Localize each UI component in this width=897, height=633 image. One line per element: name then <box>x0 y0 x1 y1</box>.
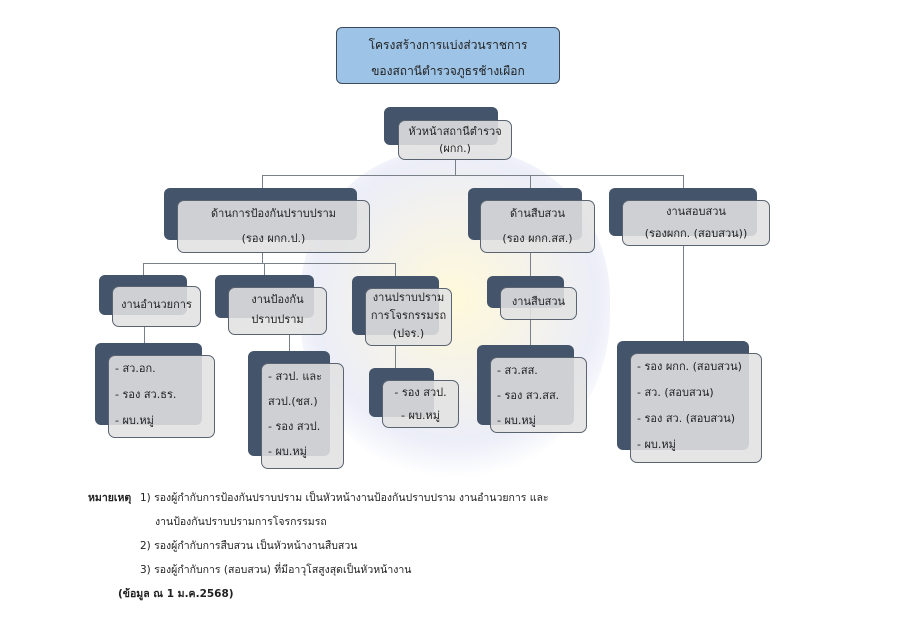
connector <box>144 327 145 343</box>
box-label: งานปราบปราม <box>372 291 445 304</box>
staff-item: - รอง สว. (สอบสวน) <box>637 412 736 425</box>
division-box-prevention: ด้านการป้องกันปราบปราม (รอง ผกก.ป.) <box>177 200 370 253</box>
staff-item: - สวป. และ <box>268 370 323 383</box>
note-item: 3) รองผู้กำกับการ (สอบสวน) ที่มีอาวุโสสู… <box>140 564 412 576</box>
connector <box>683 175 684 188</box>
connector <box>289 335 290 351</box>
staff-item: - รอง สวป. <box>268 420 321 433</box>
connector <box>395 346 396 368</box>
connector <box>395 263 396 276</box>
box-label: ปราบปราม <box>251 313 304 326</box>
box-label: (รอง ผกก.สส.) <box>502 232 573 245</box>
box-label: (รอง ผกก.ป.) <box>241 232 306 245</box>
staff-item: - รอง สวป. <box>394 386 447 399</box>
note-item: งานป้องกันปราบปรามการโจรกรรมรถ <box>155 516 327 528</box>
connector <box>683 246 684 341</box>
note-item: 2) รองผู้กำกับการสืบสวน เป็นหัวหน้างานสื… <box>140 540 358 552</box>
staff-item: - ผบ.หมู่ <box>497 414 536 427</box>
staff-item: - ผบ.หมู่ <box>637 438 676 451</box>
staff-box-prevention: - สวป. และ สวป.(ชส.) - รอง สวป. - ผบ.หมู… <box>261 363 344 469</box>
box-label: การโจรกรรมรถ <box>370 309 447 322</box>
box-label: งานป้องกัน <box>251 293 304 306</box>
connector <box>264 263 265 275</box>
staff-item: - รอง ผกก. (สอบสวน) <box>637 360 742 373</box>
title-line: ของสถานีตำรวจภูธรช้างเผือก <box>371 64 525 78</box>
staff-box-vehicle-theft: - รอง สวป. - ผบ.หมู่ <box>382 380 459 428</box>
box-label: (ปจร.) <box>392 327 425 340</box>
staff-item: - สว.อก. <box>115 362 156 375</box>
staff-item: - สว.สส. <box>497 364 538 377</box>
head-box: หัวหน้าสถานีตำรวจ (ผกก.) <box>398 120 512 160</box>
chart-title: โครงสร้างการแบ่งส่วนราชการ ของสถานีตำรวจ… <box>336 27 560 84</box>
staff-item: - ผบ.หมู่ <box>268 445 307 458</box>
box-label: ด้านสืบสวน <box>510 207 565 220</box>
staff-box-investigation: - สว.สส. - รอง สว.สส. - ผบ.หมู่ <box>490 357 587 433</box>
title-line: โครงสร้างการแบ่งส่วนราชการ <box>368 38 528 52</box>
unit-box-prevention: งานป้องกัน ปราบปราม <box>228 287 327 335</box>
connector <box>455 160 456 175</box>
connector <box>143 263 396 264</box>
staff-item: สวป.(ชส.) <box>268 395 318 408</box>
connector <box>143 263 144 275</box>
unit-box-investigation: งานสืบสวน <box>500 287 577 320</box>
box-label: งานอำนวยการ <box>121 298 192 311</box>
box-label: งานสอบสวน <box>666 205 726 218</box>
box-label: (ผกก.) <box>439 142 471 155</box>
staff-item: - รอง สว.ธร. <box>115 388 177 401</box>
box-label: (รองผกก. (สอบสวน)) <box>644 227 748 240</box>
data-date: (ข้อมูล ณ 1 ม.ค.2568) <box>118 588 234 600</box>
staff-item: - รอง สว.สส. <box>497 389 560 402</box>
box-label: หัวหน้าสถานีตำรวจ <box>408 125 502 138</box>
connector <box>262 175 684 176</box>
box-label: ด้านการป้องกันปราบปราม <box>210 207 337 220</box>
connector <box>530 175 531 188</box>
staff-item: - สว. (สอบสวน) <box>637 386 714 399</box>
staff-item: - ผบ.หมู่ <box>401 409 440 422</box>
unit-box-vehicle-theft: งานปราบปราม การโจรกรรมรถ (ปจร.) <box>365 288 452 346</box>
connector <box>262 253 263 263</box>
staff-item: - ผบ.หมู่ <box>115 414 154 427</box>
division-box-inquiry: งานสอบสวน (รองผกก. (สอบสวน)) <box>622 200 770 246</box>
staff-box-admin: - สว.อก. - รอง สว.ธร. - ผบ.หมู่ <box>108 355 215 438</box>
unit-box-admin: งานอำนวยการ <box>112 286 201 327</box>
note-item: 1) รองผู้กำกับการป้องกันปราบปราม เป็นหัว… <box>140 492 549 504</box>
division-box-investigation: ด้านสืบสวน (รอง ผกก.สส.) <box>480 200 595 253</box>
box-label: งานสืบสวน <box>511 295 566 308</box>
notes-label: หมายเหตุ <box>88 492 132 504</box>
connector <box>262 175 263 188</box>
staff-box-inquiry: - รอง ผกก. (สอบสวน) - สว. (สอบสวน) - รอง… <box>630 353 762 463</box>
